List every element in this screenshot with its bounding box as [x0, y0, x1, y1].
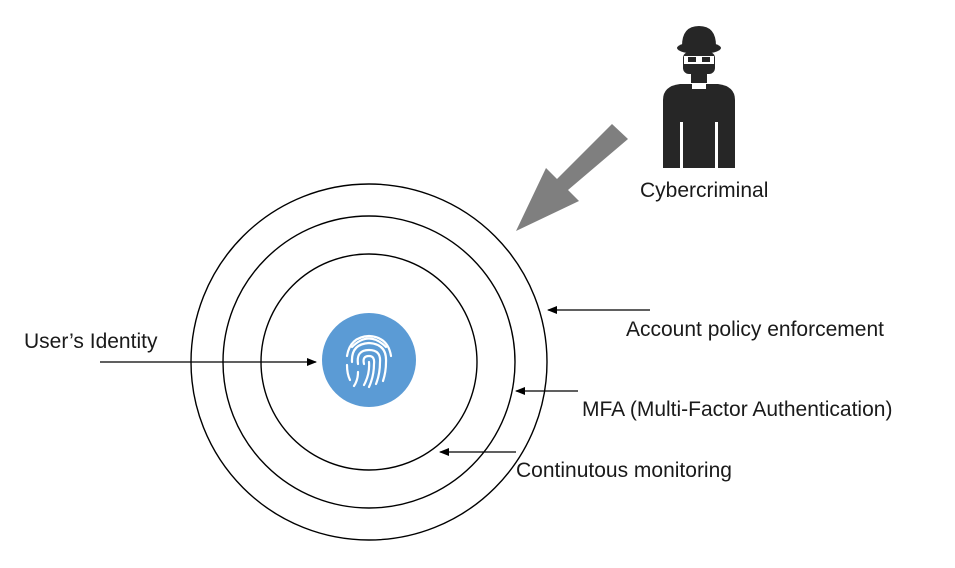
user-identity-label: User’s Identity [24, 330, 158, 353]
attack-arrow-icon [516, 124, 628, 231]
hacker-icon [663, 26, 735, 168]
mfa-label: MFA (Multi-Factor Authentication) [582, 398, 893, 421]
cybercriminal-label: Cybercriminal [640, 179, 769, 202]
fingerprint-icon [345, 334, 393, 389]
continuous-monitoring-label: Continutous monitoring [516, 459, 732, 482]
account-policy-label: Account policy enforcement [626, 318, 884, 341]
identity-core [322, 313, 416, 407]
